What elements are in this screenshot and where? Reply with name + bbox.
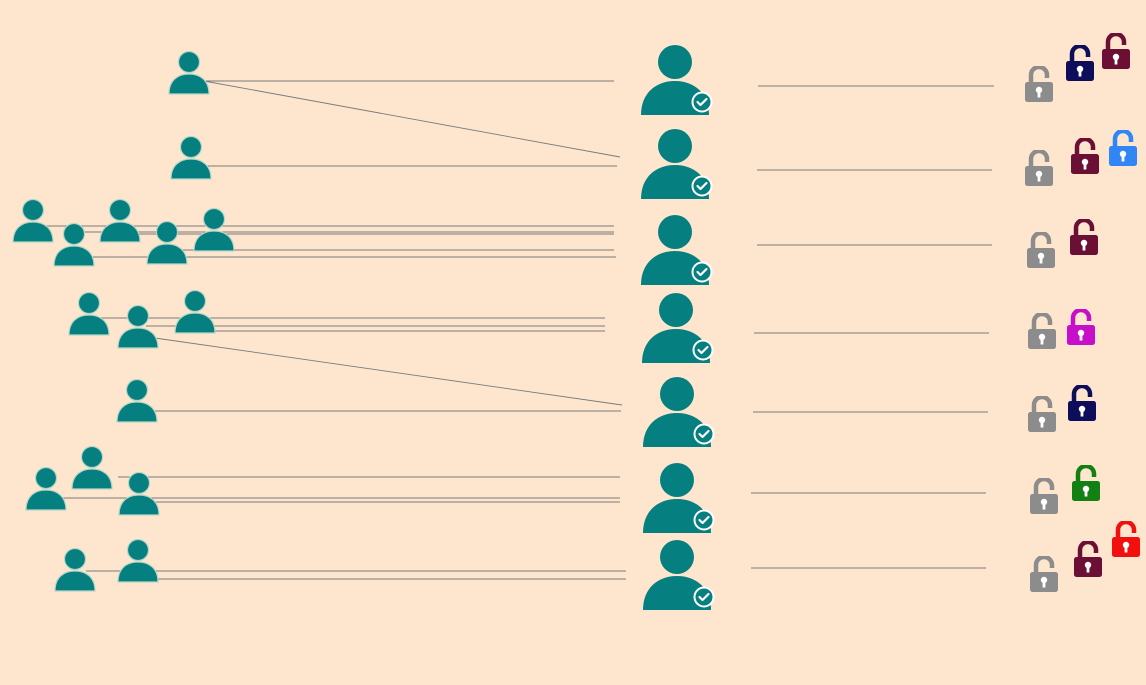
verified-user-icon xyxy=(641,45,713,115)
user-icon xyxy=(71,445,113,490)
padlock-icon xyxy=(1072,466,1100,501)
user-icon xyxy=(68,291,110,336)
user-icon xyxy=(174,289,216,334)
padlock-icon xyxy=(1028,397,1056,432)
padlock-icon xyxy=(1025,151,1053,186)
check-icon xyxy=(698,429,710,439)
check-icon xyxy=(696,181,708,191)
check-icon xyxy=(698,592,710,602)
verified-users xyxy=(641,45,715,610)
verified-user-icon xyxy=(643,463,715,533)
user-icon xyxy=(193,207,235,252)
padlock-icon xyxy=(1070,220,1098,255)
lock-set-3 xyxy=(1027,220,1098,268)
padlock-icon xyxy=(1028,314,1056,349)
user-icon xyxy=(117,538,159,583)
user-icon xyxy=(54,547,96,592)
lock-set-7 xyxy=(1030,522,1140,592)
padlock-icon xyxy=(1068,386,1096,421)
lock-set-4 xyxy=(1028,310,1095,349)
check-icon xyxy=(696,267,708,277)
padlock-icon xyxy=(1102,34,1130,69)
lock-sets xyxy=(1025,34,1140,592)
user-group-4 xyxy=(68,289,216,349)
user-icon xyxy=(53,222,95,267)
user-icon xyxy=(118,471,160,516)
user-group-1 xyxy=(168,50,210,95)
padlock-icon xyxy=(1112,522,1140,557)
user-icon xyxy=(116,378,158,423)
check-icon xyxy=(698,515,710,525)
padlock-icon xyxy=(1074,542,1102,577)
user-group-6 xyxy=(25,445,160,516)
padlock-icon xyxy=(1066,46,1094,81)
lock-set-6 xyxy=(1030,466,1100,514)
verified-user-icon xyxy=(642,293,714,363)
user-group-7 xyxy=(54,538,159,592)
user-icon xyxy=(146,220,188,265)
padlock-icon xyxy=(1030,479,1058,514)
user-icon xyxy=(170,135,212,180)
user-icon xyxy=(99,198,141,243)
check-icon xyxy=(697,345,709,355)
padlock-icon xyxy=(1067,310,1095,345)
user-icon xyxy=(12,198,54,243)
user-icon xyxy=(25,466,67,511)
lock-set-2 xyxy=(1025,131,1137,186)
padlock-icon xyxy=(1027,233,1055,268)
user-group-2 xyxy=(170,135,212,180)
connector-line-12 xyxy=(147,336,623,406)
verified-user-icon xyxy=(643,377,715,447)
padlock-icon xyxy=(1025,67,1053,102)
user-groups xyxy=(12,50,235,592)
padlock-icon xyxy=(1109,131,1137,166)
verified-user-icon xyxy=(643,540,715,610)
connector-line-2 xyxy=(203,80,621,158)
lock-set-5 xyxy=(1028,386,1096,432)
check-icon xyxy=(696,97,708,107)
user-group-5 xyxy=(116,378,158,423)
padlock-icon xyxy=(1030,557,1058,592)
user-icon xyxy=(117,304,159,349)
user-icon xyxy=(168,50,210,95)
user-group-3 xyxy=(12,198,235,267)
lock-set-1 xyxy=(1025,34,1130,102)
verified-user-icon xyxy=(641,215,713,285)
verified-user-icon xyxy=(641,129,713,199)
padlock-icon xyxy=(1071,139,1099,174)
